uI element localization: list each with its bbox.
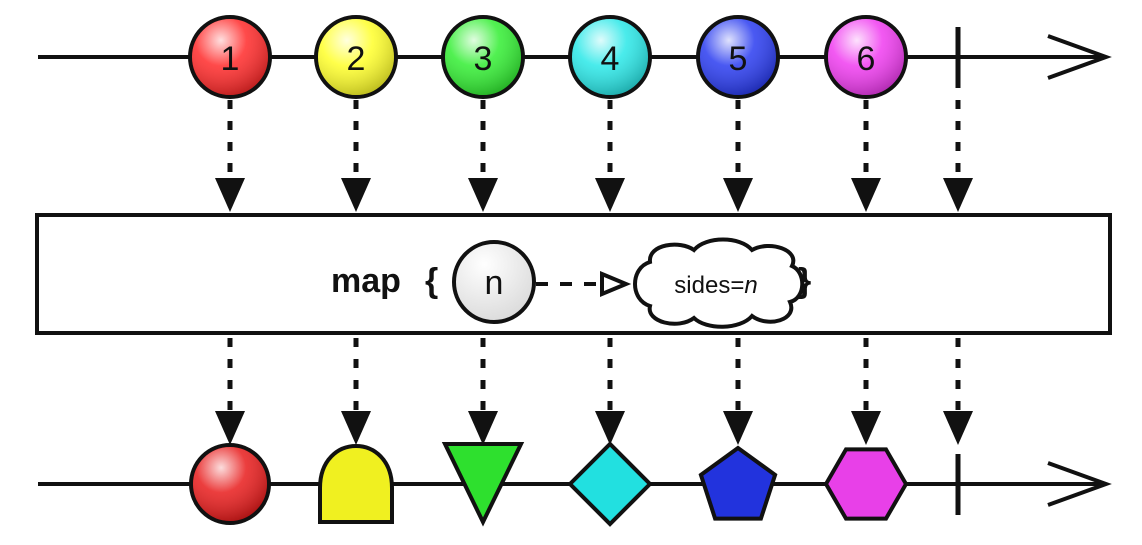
input-marble-gloss: [192, 19, 268, 95]
arrowhead: [723, 411, 753, 445]
arrowhead: [851, 178, 881, 212]
input-marble: 2: [314, 15, 398, 99]
input-marble-label: 2: [347, 40, 366, 78]
operator-to-output-arrows: [215, 338, 973, 445]
input-marble: 6: [824, 15, 908, 99]
output-arrow: [595, 338, 625, 445]
output-arrow: [943, 338, 973, 445]
input-to-operator-arrows: [215, 100, 973, 212]
arrowhead: [943, 411, 973, 445]
arrowhead: [468, 411, 498, 445]
input-marble-gloss: [828, 19, 904, 95]
input-marble: 3: [441, 15, 525, 99]
output-arrow: [215, 338, 245, 445]
input-marble: 5: [696, 15, 780, 99]
input-arrow: [943, 100, 973, 212]
arrowhead: [468, 178, 498, 212]
input-marble-gloss: [700, 19, 776, 95]
input-marble-gloss: [572, 19, 648, 95]
output-arrow: [341, 338, 371, 445]
output-pentagon: [698, 445, 778, 521]
operator-close-brace: }: [798, 262, 811, 300]
param-label: n: [485, 264, 504, 302]
output-arrow: [468, 338, 498, 445]
input-marble-label: 4: [601, 40, 620, 78]
operator-keyword: map: [331, 262, 401, 300]
input-arrow: [468, 100, 498, 212]
arrowhead: [595, 178, 625, 212]
result-cloud: [633, 237, 805, 329]
result-cloud-label: sides=n: [674, 272, 757, 299]
output-dome: [318, 444, 394, 524]
arrowhead: [341, 178, 371, 212]
input-marble: 1: [188, 15, 272, 99]
input-marble-gloss: [445, 19, 521, 95]
input-marble: 4: [568, 15, 652, 99]
output-triangle: [441, 442, 525, 527]
arrowhead: [943, 178, 973, 212]
input-arrow: [723, 100, 753, 212]
output-hexagon: [823, 447, 909, 521]
arrowhead: [595, 411, 625, 445]
input-marble-label: 5: [729, 40, 748, 78]
output-diamond: [567, 441, 653, 527]
arrowhead: [723, 178, 753, 212]
output-shapes: [189, 441, 909, 527]
input-marbles: 1 2 3 4 5 6: [188, 15, 908, 99]
operator-open-brace: {: [425, 262, 438, 300]
mapping-arrowhead: [600, 271, 632, 297]
arrowhead: [215, 411, 245, 445]
output-arrow: [851, 338, 881, 445]
input-marble-label: 6: [857, 40, 876, 78]
output-timeline-arrowhead: [1047, 461, 1112, 507]
param-circle: [452, 240, 536, 324]
input-marble-label: 1: [221, 40, 240, 78]
output-circle-gloss: [193, 447, 267, 521]
arrowhead: [851, 411, 881, 445]
input-marble-label: 3: [474, 40, 493, 78]
output-arrow: [723, 338, 753, 445]
arrowhead: [215, 178, 245, 212]
input-timeline-arrowhead: [1047, 34, 1112, 80]
input-arrow: [851, 100, 881, 212]
input-marble-gloss: [318, 19, 394, 95]
input-arrow: [595, 100, 625, 212]
input-arrow: [215, 100, 245, 212]
arrowhead: [341, 411, 371, 445]
operator-box: [35, 213, 1112, 335]
input-arrow: [341, 100, 371, 212]
